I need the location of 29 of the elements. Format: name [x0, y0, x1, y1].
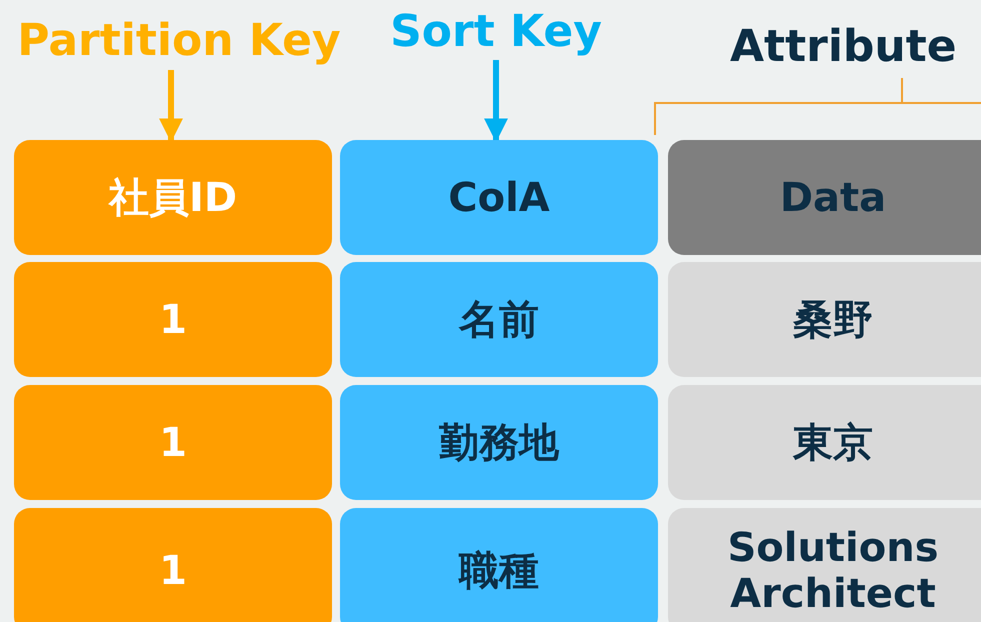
- table-cell: [14, 385, 332, 500]
- heading-label: Sort Key: [390, 6, 602, 58]
- cell-text: 1: [159, 296, 187, 342]
- cell-text: 名前: [459, 296, 539, 342]
- table-cell: [668, 262, 981, 377]
- cell-text: 東京: [793, 420, 873, 466]
- heading-label: Partition Key: [17, 16, 341, 66]
- cell-text: 社員ID: [108, 174, 238, 220]
- arrow: [484, 60, 508, 142]
- heading-label: Attribute: [730, 22, 957, 73]
- cell-text: Data: [780, 174, 886, 220]
- arrow: [159, 70, 183, 142]
- cell-text: Solutions Architect: [726, 524, 940, 616]
- cell-text: 1: [159, 420, 187, 466]
- header-cell: [668, 140, 981, 255]
- header-cell: [14, 140, 332, 255]
- cell-text: 1: [159, 548, 187, 594]
- table-cell: [340, 385, 658, 500]
- cell-text: 桑野: [793, 296, 873, 342]
- cell-text: 勤務地: [439, 420, 559, 466]
- table-cell: [14, 262, 332, 377]
- cell-text: ColA: [448, 174, 550, 220]
- table-cell: [340, 262, 658, 377]
- table-cell: [668, 508, 981, 622]
- cell-text: 職種: [459, 548, 539, 594]
- table-cell: [668, 385, 981, 500]
- header-cell: [340, 140, 658, 255]
- table-cell: [14, 508, 332, 622]
- table-cell: [340, 508, 658, 622]
